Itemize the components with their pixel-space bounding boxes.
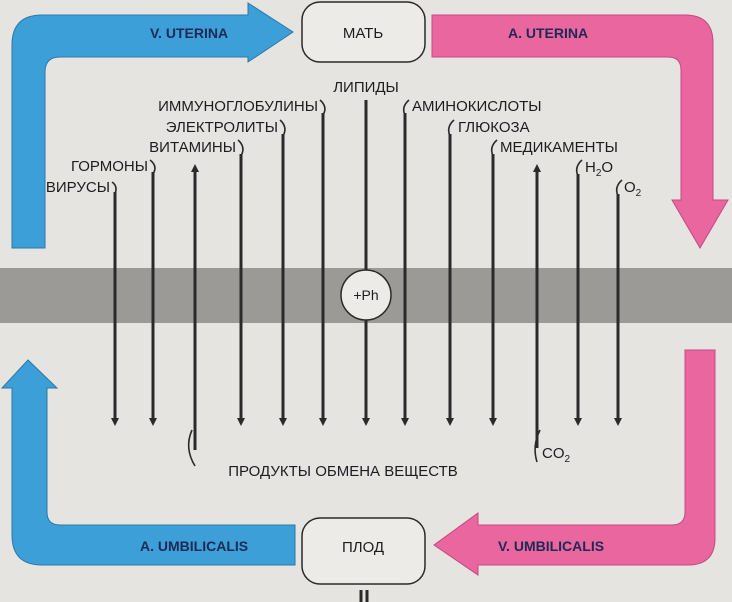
mother-label: МАТЬ (343, 25, 383, 42)
label-immunoglobulins: ИММУНОГЛОБУЛИНЫ (158, 98, 318, 115)
label-brackets (111, 99, 623, 467)
fetus-box (301, 517, 426, 585)
label-drugs: МЕДИКАМЕНТЫ (500, 139, 618, 156)
a-uterina-arrow (431, 14, 729, 249)
upward-transfer-lines (191, 164, 541, 450)
v-uterina-label: V. UTERINA (150, 25, 228, 41)
v-umbilicalis-arrow (433, 349, 716, 576)
a-uterina-label: A. UTERINA (508, 25, 588, 41)
label-lipids: ЛИПИДЫ (333, 79, 399, 96)
label-viruses: ВИРУСЫ (46, 179, 110, 196)
label-vitamins: ВИТАМИНЫ (149, 139, 236, 156)
placenta-label: +Ph (353, 287, 378, 303)
umbilical-cord-mark (359, 590, 369, 602)
label-glucose: ГЛЮКОЗА (458, 119, 530, 136)
label-oxygen: O2 (624, 179, 642, 199)
v-umbilicalis-label: V. UMBILICALIS (498, 538, 604, 554)
v-uterina-arrow (11, 2, 294, 249)
fetus-label: ПЛОД (342, 539, 384, 556)
label-metabolites: ПРОДУКТЫ ОБМЕНА ВЕЩЕСТВ (228, 463, 458, 480)
label-water: H2O (585, 159, 613, 179)
placenta-circle (340, 269, 392, 321)
a-umbilicalis-arrow (0, 359, 296, 566)
downward-transfer-lines (111, 100, 622, 426)
label-hormones: ГОРМОНЫ (71, 158, 148, 175)
label-co2: CO2 (542, 445, 571, 465)
label-amino-acids: АМИНОКИСЛОТЫ (412, 98, 542, 115)
mother-box (301, 1, 426, 63)
label-electrolytes: ЭЛЕКТРОЛИТЫ (166, 119, 278, 136)
a-umbilicalis-label: A. UMBILICALIS (140, 538, 248, 554)
